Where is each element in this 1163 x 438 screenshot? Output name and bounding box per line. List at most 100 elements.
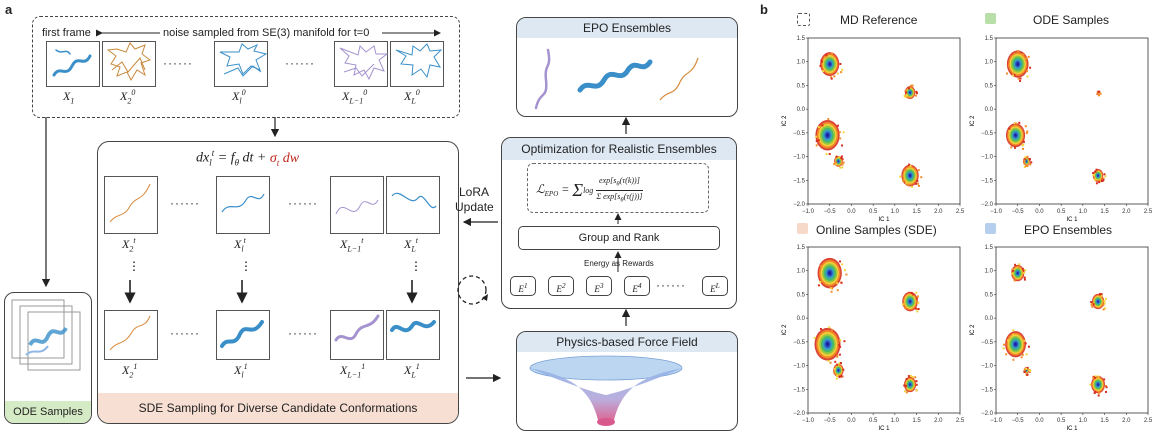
- ytick-label-3-3: 0.0: [985, 316, 994, 322]
- ytick-label-2-5: −1.0: [793, 364, 806, 370]
- force-field-funnel: [529, 355, 683, 426]
- ode-stack: [11, 299, 81, 371]
- speckle-1-3-3: [1095, 182, 1098, 185]
- top-ellipsis-2: ······: [285, 56, 315, 70]
- speckle-0-3-12: [917, 184, 920, 187]
- speckle-2-1-8: [836, 355, 839, 358]
- speckle-2-4-1: [915, 297, 918, 300]
- lora-label: LoRA: [459, 185, 490, 199]
- speckle-1-2-6: [1023, 162, 1026, 165]
- speckle-1-0-8: [1025, 57, 1028, 60]
- density-basin-1-3-7: [1097, 174, 1099, 177]
- density-basin-0-3-7: [908, 174, 912, 177]
- label-x1: X1: [63, 89, 75, 106]
- speckle-3-4-5: [1103, 302, 1106, 305]
- xtick-label-3-0: −1.0: [990, 418, 1003, 424]
- speckle-0-1-7: [815, 135, 818, 138]
- label-xL-t: XLt: [404, 236, 419, 254]
- density-basin-3-2-7: [1026, 369, 1027, 371]
- speckle-2-2-7: [839, 362, 842, 365]
- speckle-0-1-6: [838, 131, 841, 134]
- xtick-label-2-6: 2.0: [934, 418, 943, 424]
- ytick-label-1-4: −0.5: [981, 131, 994, 137]
- speckle-2-1-6: [839, 339, 842, 342]
- speckle-3-3-12: [1097, 375, 1100, 378]
- speckle-3-3-1: [1093, 392, 1096, 395]
- speckle-0-2-11: [840, 155, 843, 158]
- speckle-3-1-7: [1005, 353, 1008, 356]
- mid-frame-4: [386, 176, 440, 234]
- xtick-label-0-3: 0.5: [869, 209, 878, 215]
- speckle-1-3-13: [1093, 178, 1096, 181]
- speckle-0-3-6: [908, 163, 911, 166]
- speckle-3-3-13: [1103, 378, 1106, 381]
- speckle-0-0-12: [820, 60, 823, 63]
- ytick-label-1-1: 1.0: [985, 60, 994, 66]
- xlabel-1: IC 1: [1066, 217, 1078, 223]
- optimization-title: Optimization for Realistic Ensembles: [521, 142, 717, 156]
- speckle-0-4-12: [915, 90, 918, 93]
- speckle-2-4-9: [916, 295, 919, 298]
- sde-equation: dxlt = fθ dt + σt dw: [196, 148, 300, 168]
- speckle-3-3-9: [1092, 376, 1095, 379]
- noise-caption: noise sampled from SE(3) manifold for t=…: [163, 27, 370, 39]
- speckle-0-2-1: [838, 156, 841, 159]
- speckle-3-4-12: [1098, 293, 1101, 296]
- speckle-1-1-3: [1013, 122, 1016, 125]
- chain-mid-3: [335, 199, 379, 215]
- speckle-3-0-0: [1013, 279, 1016, 282]
- ytick-label-0-3: 0.0: [797, 107, 806, 113]
- speckle-3-0-7: [1018, 263, 1021, 266]
- speckle-0-2-8: [835, 155, 838, 158]
- speckle-2-0-2: [841, 263, 844, 266]
- speckle-1-2-11: [1030, 161, 1033, 164]
- speckle-1-4-11: [1096, 92, 1099, 95]
- xtick-label-3-4: 1.0: [1079, 418, 1088, 424]
- speckle-2-1-2: [829, 361, 832, 364]
- speckle-1-4-13: [1097, 90, 1100, 93]
- speckle-1-1-6: [1018, 121, 1021, 124]
- speckle-1-2-7: [1025, 165, 1028, 168]
- panel-a-letter: a: [5, 2, 13, 17]
- speckle-2-0-11: [817, 284, 820, 287]
- xtick-label-0-7: 2.5: [956, 209, 965, 215]
- speckle-0-0-13: [831, 52, 834, 55]
- speckle-1-2-13: [1024, 156, 1027, 159]
- speckle-2-4-3: [915, 291, 918, 294]
- plot-title-sde: Online Samples (SDE): [816, 223, 937, 237]
- speckle-1-3-2: [1092, 172, 1095, 175]
- speckle-2-2-5: [838, 362, 841, 365]
- speckle-0-0-5: [830, 77, 833, 80]
- ytick-label-3-0: 1.5: [985, 245, 994, 251]
- density-basin-2-4-7: [909, 300, 912, 303]
- ytick-label-0-7: −2.0: [793, 202, 806, 208]
- ytick-label-3-7: −2.0: [981, 411, 994, 417]
- speckle-1-0-6: [1013, 73, 1016, 76]
- speckle-2-0-13: [839, 260, 842, 263]
- speckle-0-0-7: [841, 68, 844, 71]
- top-ellipsis-1: ······: [163, 56, 193, 70]
- xtick-label-2-5: 1.5: [912, 418, 921, 424]
- ytick-label-2-1: 1.0: [797, 269, 806, 275]
- speckle-0-0-10: [825, 54, 828, 57]
- speckle-3-2-11: [1029, 370, 1032, 373]
- speckle-2-0-7: [840, 281, 843, 284]
- epo-protein-orange: [659, 57, 699, 101]
- speckle-0-3-8: [916, 180, 919, 183]
- speckle-2-1-13: [827, 359, 830, 362]
- speckle-1-2-4: [1023, 165, 1026, 168]
- speckle-2-3-8: [905, 391, 908, 394]
- xtick-label-0-2: 0.0: [847, 209, 856, 215]
- speckle-3-4-1: [1100, 294, 1103, 297]
- speckle-2-3-11: [907, 375, 910, 378]
- speckle-0-0-8: [836, 72, 839, 75]
- xtick-label-2-0: −1.0: [802, 418, 815, 424]
- speckle-3-4-11: [1102, 304, 1105, 307]
- loss-equation: ℒEPO = Σlog exp[sθ(τ(k))]Σ exp[sθ(τ(j))]: [536, 176, 643, 204]
- speckle-0-0-4: [825, 55, 828, 58]
- density-basin-2-2-7: [837, 369, 840, 372]
- speckle-3-2-13: [1025, 367, 1028, 370]
- speckle-0-2-7: [841, 166, 844, 169]
- ytick-label-1-0: 1.5: [985, 36, 994, 42]
- xtick-label-2-7: 2.5: [956, 418, 965, 424]
